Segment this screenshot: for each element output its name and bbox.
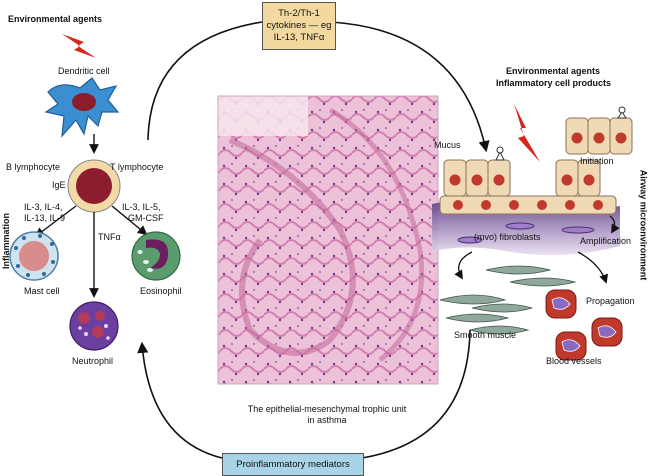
smooth-muscle-cells: [439, 265, 577, 335]
top-box-line-1: Th-2/Th-1: [278, 8, 320, 19]
eosinophil: [131, 231, 181, 281]
top-box-line-2: cytokines — eg: [266, 20, 332, 31]
cycle-arc-top-right: [329, 21, 490, 153]
initiation-epithelium: [565, 106, 633, 155]
bottom-mediator-box: Proinflammatory mediators: [222, 453, 364, 476]
mucus-label: Mucus: [434, 140, 461, 150]
cycle-arc-top-left: [147, 21, 263, 141]
top-box-line-3: IL-13, TNFα: [273, 32, 325, 43]
airway-microenvironment-side-label: Airway microenvironment: [638, 169, 649, 281]
dendritic-cell: [44, 77, 120, 138]
histology-image: [217, 95, 439, 385]
bottom-box-label: Proinflammatory mediators: [236, 458, 350, 470]
center-caption-line-1: The epithelial-mesenchymal trophic unit: [247, 404, 407, 414]
initiation-label: Initiation: [580, 156, 614, 166]
left-cytokines-line-1: IL-3, IL-4,: [24, 202, 63, 212]
blood-vessels-label: Blood vessels: [546, 356, 602, 366]
tnf-label: TNFα: [98, 232, 121, 242]
dendritic-cell-label: Dendritic cell: [58, 66, 110, 76]
neutrophil: [69, 301, 119, 351]
lightning-icon-left: [62, 34, 96, 58]
t-lymphocyte-label: T lymphocyte: [110, 162, 164, 172]
inflammatory-products-title: Inflammatory cell products: [496, 78, 612, 88]
env-agents-left-label: Environmental agents: [8, 14, 103, 24]
ige-label: IgE: [52, 180, 66, 190]
fibroblasts-label: (mvo) fibroblasts: [474, 232, 541, 242]
right-cytokines-line-1: IL-3, IL-5,: [122, 202, 161, 212]
cycle-arc-bottom-right: [361, 329, 471, 459]
top-cytokine-box: Th-2/Th-1 cytokines — eg IL-13, TNFα: [262, 2, 336, 50]
mast-cell: [9, 231, 59, 281]
blood-vessels: [545, 289, 623, 361]
env-agents-right-title: Environmental agents: [506, 66, 601, 76]
mast-cell-label: Mast cell: [24, 286, 60, 296]
left-cytokines-line-2: IL-13, IL-9: [24, 213, 66, 223]
lightning-icon-right: [514, 104, 540, 162]
cycle-arc-bottom-left: [137, 341, 223, 459]
amplification-label: Amplification: [580, 236, 632, 246]
b-lymphocyte-label: B lymphocyte: [6, 162, 61, 172]
neutrophil-label: Neutrophil: [72, 356, 114, 366]
smooth-muscle-label: Smooth muscle: [454, 330, 517, 340]
airway-epithelium: [432, 146, 620, 256]
center-caption-line-2: in asthma: [307, 415, 347, 425]
inflammation-side-label: Inflammation: [1, 212, 12, 270]
right-cytokines-line-2: GM-CSF: [128, 213, 164, 223]
eosinophil-label: Eosinophil: [140, 286, 182, 296]
propagation-label: Propagation: [586, 296, 635, 306]
